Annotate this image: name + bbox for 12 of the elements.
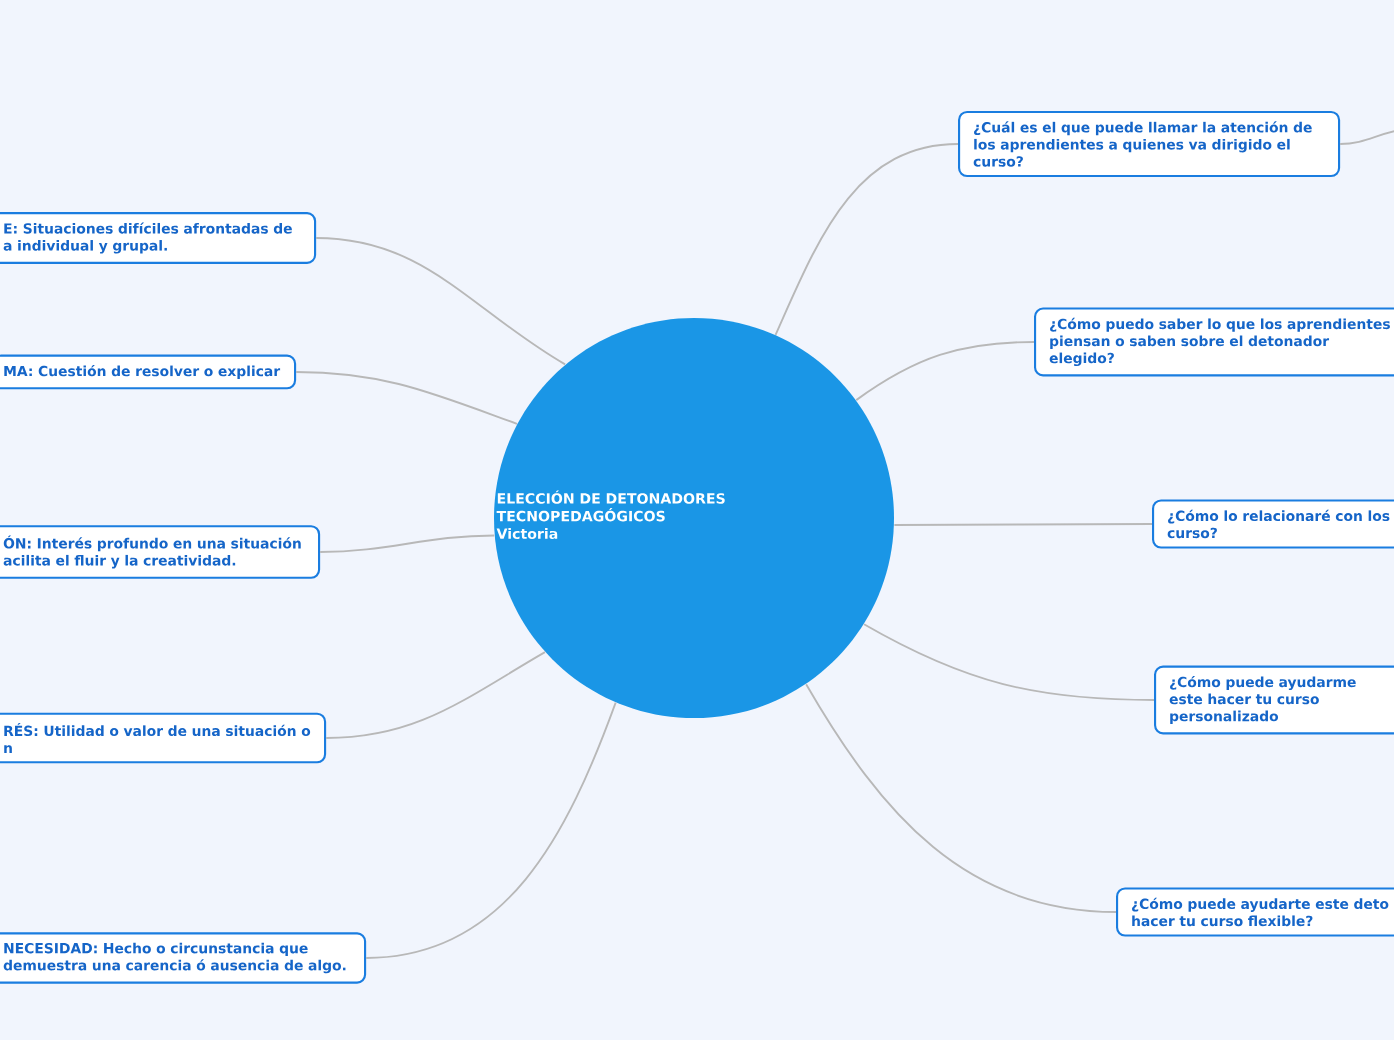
connector-line (365, 701, 617, 959)
connector-line (295, 371, 518, 425)
connector-line (315, 237, 567, 366)
connector-line (319, 534, 496, 553)
connector-line (774, 143, 959, 336)
connector-line (893, 523, 1153, 526)
connector-line (805, 683, 1117, 913)
connector-line (325, 651, 546, 739)
topic-circle (494, 318, 894, 718)
connector-line (855, 341, 1035, 402)
connector-line (863, 623, 1155, 701)
connector-line (1339, 129, 1394, 145)
